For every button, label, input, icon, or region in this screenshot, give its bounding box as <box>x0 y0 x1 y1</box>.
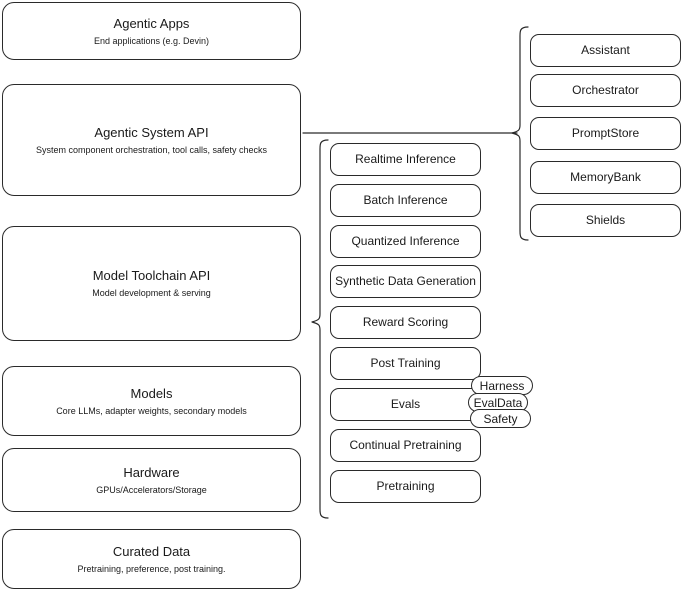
toolchain-item-post-training[interactable]: Post Training <box>330 347 481 380</box>
item-label: Continual Pretraining <box>349 438 462 452</box>
item-label: Evals <box>390 397 421 411</box>
tag-label: EvalData <box>473 395 523 410</box>
layer-title: Agentic Apps <box>113 15 190 31</box>
item-label: Batch Inference <box>363 193 448 207</box>
layer-model-toolchain-api[interactable]: Model Toolchain API Model development & … <box>2 226 301 341</box>
toolchain-item-synthetic-data-generation[interactable]: Synthetic Data Generation <box>330 265 481 298</box>
layer-subtitle: System component orchestration, tool cal… <box>35 144 268 155</box>
layer-curated-data[interactable]: Curated Data Pretraining, preference, po… <box>2 529 301 589</box>
system-item-assistant[interactable]: Assistant <box>530 34 681 67</box>
eval-tag-evaldata[interactable]: EvalData <box>468 393 528 412</box>
system-item-promptstore[interactable]: PromptStore <box>530 117 681 150</box>
toolchain-item-batch-inference[interactable]: Batch Inference <box>330 184 481 217</box>
tag-label: Safety <box>483 411 518 426</box>
layer-subtitle: Core LLMs, adapter weights, secondary mo… <box>56 405 247 416</box>
toolchain-item-reward-scoring[interactable]: Reward Scoring <box>330 306 481 339</box>
item-label: Quantized Inference <box>351 234 460 248</box>
layer-title: Agentic System API <box>94 124 209 140</box>
system-item-memorybank[interactable]: MemoryBank <box>530 161 681 194</box>
layer-title: Models <box>130 385 173 401</box>
item-label: Shields <box>585 213 626 227</box>
item-label: Assistant <box>581 43 630 57</box>
toolchain-item-evals[interactable]: Evals <box>330 388 481 421</box>
layer-agentic-apps[interactable]: Agentic Apps End applications (e.g. Devi… <box>2 2 301 60</box>
item-label: Orchestrator <box>572 83 639 97</box>
system-item-orchestrator[interactable]: Orchestrator <box>530 74 681 107</box>
layer-models[interactable]: Models Core LLMs, adapter weights, secon… <box>2 366 301 436</box>
item-label: Realtime Inference <box>355 152 456 166</box>
tag-label: Harness <box>479 378 525 393</box>
brace-system-components <box>511 26 529 241</box>
item-label: MemoryBank <box>570 170 641 184</box>
layer-subtitle: End applications (e.g. Devin) <box>93 35 210 46</box>
item-label: PromptStore <box>571 126 640 140</box>
toolchain-item-realtime-inference[interactable]: Realtime Inference <box>330 143 481 176</box>
layer-subtitle: Pretraining, preference, post training. <box>77 563 226 574</box>
eval-tag-safety[interactable]: Safety <box>470 409 531 428</box>
layer-title: Hardware <box>123 464 180 480</box>
system-item-shields[interactable]: Shields <box>530 204 681 237</box>
layer-title: Model Toolchain API <box>92 268 211 283</box>
item-label: Pretraining <box>376 479 435 493</box>
toolchain-item-quantized-inference[interactable]: Quantized Inference <box>330 225 481 258</box>
layer-subtitle: GPUs/Accelerators/Storage <box>96 484 207 495</box>
item-label: Post Training <box>370 356 441 370</box>
layer-agentic-system-api[interactable]: Agentic System API System component orch… <box>2 84 301 196</box>
layer-subtitle: Model development & serving <box>92 288 211 298</box>
layer-title: Curated Data <box>112 543 191 559</box>
layer-hardware[interactable]: Hardware GPUs/Accelerators/Storage <box>2 448 301 512</box>
brace-toolchain-items <box>311 139 329 519</box>
toolchain-item-continual-pretraining[interactable]: Continual Pretraining <box>330 429 481 462</box>
item-label: Synthetic Data Generation <box>335 274 476 288</box>
toolchain-item-pretraining[interactable]: Pretraining <box>330 470 481 503</box>
item-label: Reward Scoring <box>362 315 449 329</box>
